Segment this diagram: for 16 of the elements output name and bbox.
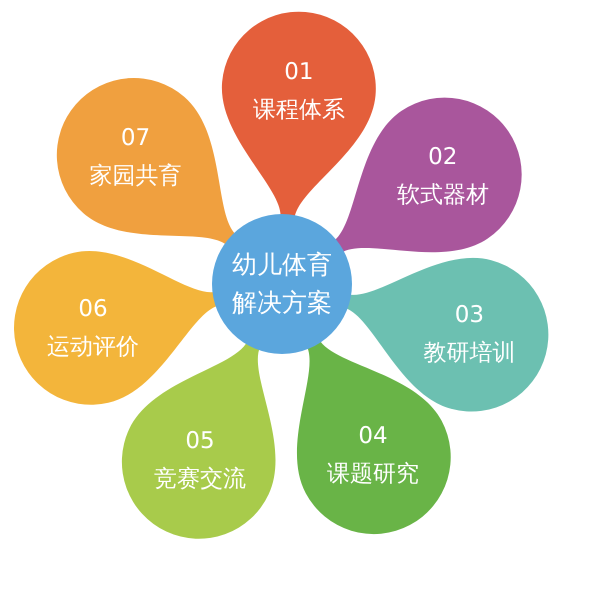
petal-label: 竞赛交流: [154, 464, 246, 494]
number-label: 05: [185, 426, 215, 456]
number-label: 02: [428, 142, 458, 172]
number-label: 03: [454, 301, 484, 330]
number-label: 01: [284, 58, 314, 87]
center-label: 幼儿体育解决方案: [231, 249, 333, 319]
petal-label: 教研培训: [423, 339, 516, 368]
number-label: 04: [358, 422, 388, 452]
petal-label: 家园共育: [90, 162, 182, 191]
petal-label: 运动评价: [46, 332, 139, 362]
petal-label: 软式器材: [396, 180, 489, 210]
number-label: 06: [78, 294, 108, 324]
petal: [57, 78, 237, 246]
petal-label: 课题研究: [327, 460, 420, 490]
number-label: 07: [120, 124, 150, 153]
petal-label: 课程体系: [252, 96, 345, 125]
